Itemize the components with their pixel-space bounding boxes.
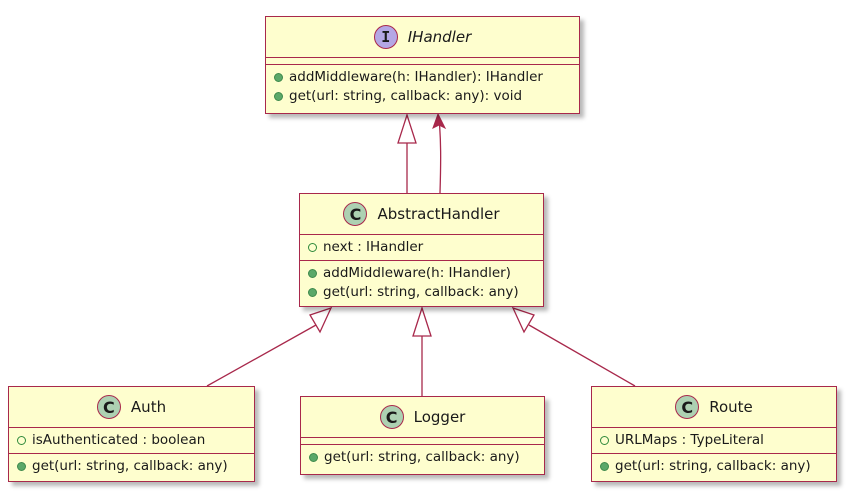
fields-section: isAuthenticated : boolean — [9, 428, 254, 454]
class-abstracthandler[interactable]: C AbstractHandler next : IHandler addMid… — [299, 193, 544, 307]
class-auth[interactable]: C Auth isAuthenticated : boolean get(url… — [8, 386, 255, 482]
fields-section: next : IHandler — [300, 235, 543, 261]
public-method-icon — [17, 462, 26, 471]
class-header: C Route — [592, 387, 836, 428]
hollow-triangle-arrowhead — [309, 306, 333, 334]
public-method-icon — [600, 462, 609, 471]
interface-ihandler[interactable]: I IHandler addMiddleware(h: IHandler): I… — [265, 16, 580, 114]
method: get(url: string, callback: any) — [309, 448, 536, 467]
methods-section: get(url: string, callback: any) — [301, 445, 544, 470]
fields-section: URLMaps : TypeLiteral — [592, 428, 836, 454]
public-method-icon — [308, 288, 317, 297]
hollow-triangle-arrowhead — [511, 306, 535, 334]
method: get(url: string, callback: any): void — [274, 87, 571, 106]
class-badge-icon: C — [379, 405, 404, 429]
class-name: Route — [709, 398, 753, 416]
class-name: AbstractHandler — [377, 205, 500, 223]
class-header: I IHandler — [266, 17, 579, 58]
fields-section — [301, 438, 544, 445]
public-method-icon — [308, 269, 317, 278]
filled-arrowhead — [432, 112, 447, 130]
public-field-icon — [17, 436, 26, 445]
method: addMiddleware(h: IHandler) — [308, 264, 535, 283]
method: get(url: string, callback: any) — [600, 457, 828, 476]
methods-section: addMiddleware(h: IHandler): IHandler get… — [266, 65, 579, 109]
field: next : IHandler — [308, 238, 535, 257]
public-method-icon — [274, 73, 283, 82]
class-badge-icon: C — [675, 395, 700, 419]
class-logger[interactable]: C Logger get(url: string, callback: any) — [300, 396, 545, 475]
method: get(url: string, callback: any) — [308, 283, 535, 302]
methods-section: get(url: string, callback: any) — [592, 454, 836, 479]
methods-section: addMiddleware(h: IHandler) get(url: stri… — [300, 261, 543, 305]
public-field-icon — [600, 436, 609, 445]
method: get(url: string, callback: any) — [17, 457, 246, 476]
class-header: C Logger — [301, 397, 544, 438]
field: URLMaps : TypeLiteral — [600, 431, 828, 450]
class-header: C Auth — [9, 387, 254, 428]
hollow-triangle-arrowhead — [397, 112, 417, 144]
public-method-icon — [274, 92, 283, 101]
hollow-triangle-arrowhead — [412, 305, 432, 337]
fields-section — [266, 58, 579, 65]
class-name: Logger — [413, 408, 466, 426]
class-badge-icon: C — [96, 395, 121, 419]
edge-abstracthandler-ihandler-association — [432, 112, 447, 194]
class-name: Auth — [130, 398, 167, 416]
public-method-icon — [309, 453, 318, 462]
edge-logger-abstracthandler — [412, 305, 432, 396]
field: isAuthenticated : boolean — [17, 431, 246, 450]
edge-auth-abstracthandler — [206, 306, 333, 387]
edge-abstracthandler-ihandler-realization — [397, 112, 417, 193]
class-route[interactable]: C Route URLMaps : TypeLiteral get(url: s… — [591, 386, 837, 482]
interface-badge-icon: I — [373, 25, 398, 49]
edge-route-abstracthandler — [511, 306, 636, 387]
method: addMiddleware(h: IHandler): IHandler — [274, 68, 571, 87]
class-name: IHandler — [407, 28, 472, 46]
class-badge-icon: C — [343, 202, 368, 226]
methods-section: get(url: string, callback: any) — [9, 454, 254, 479]
class-header: C AbstractHandler — [300, 194, 543, 235]
public-field-icon — [308, 243, 317, 252]
